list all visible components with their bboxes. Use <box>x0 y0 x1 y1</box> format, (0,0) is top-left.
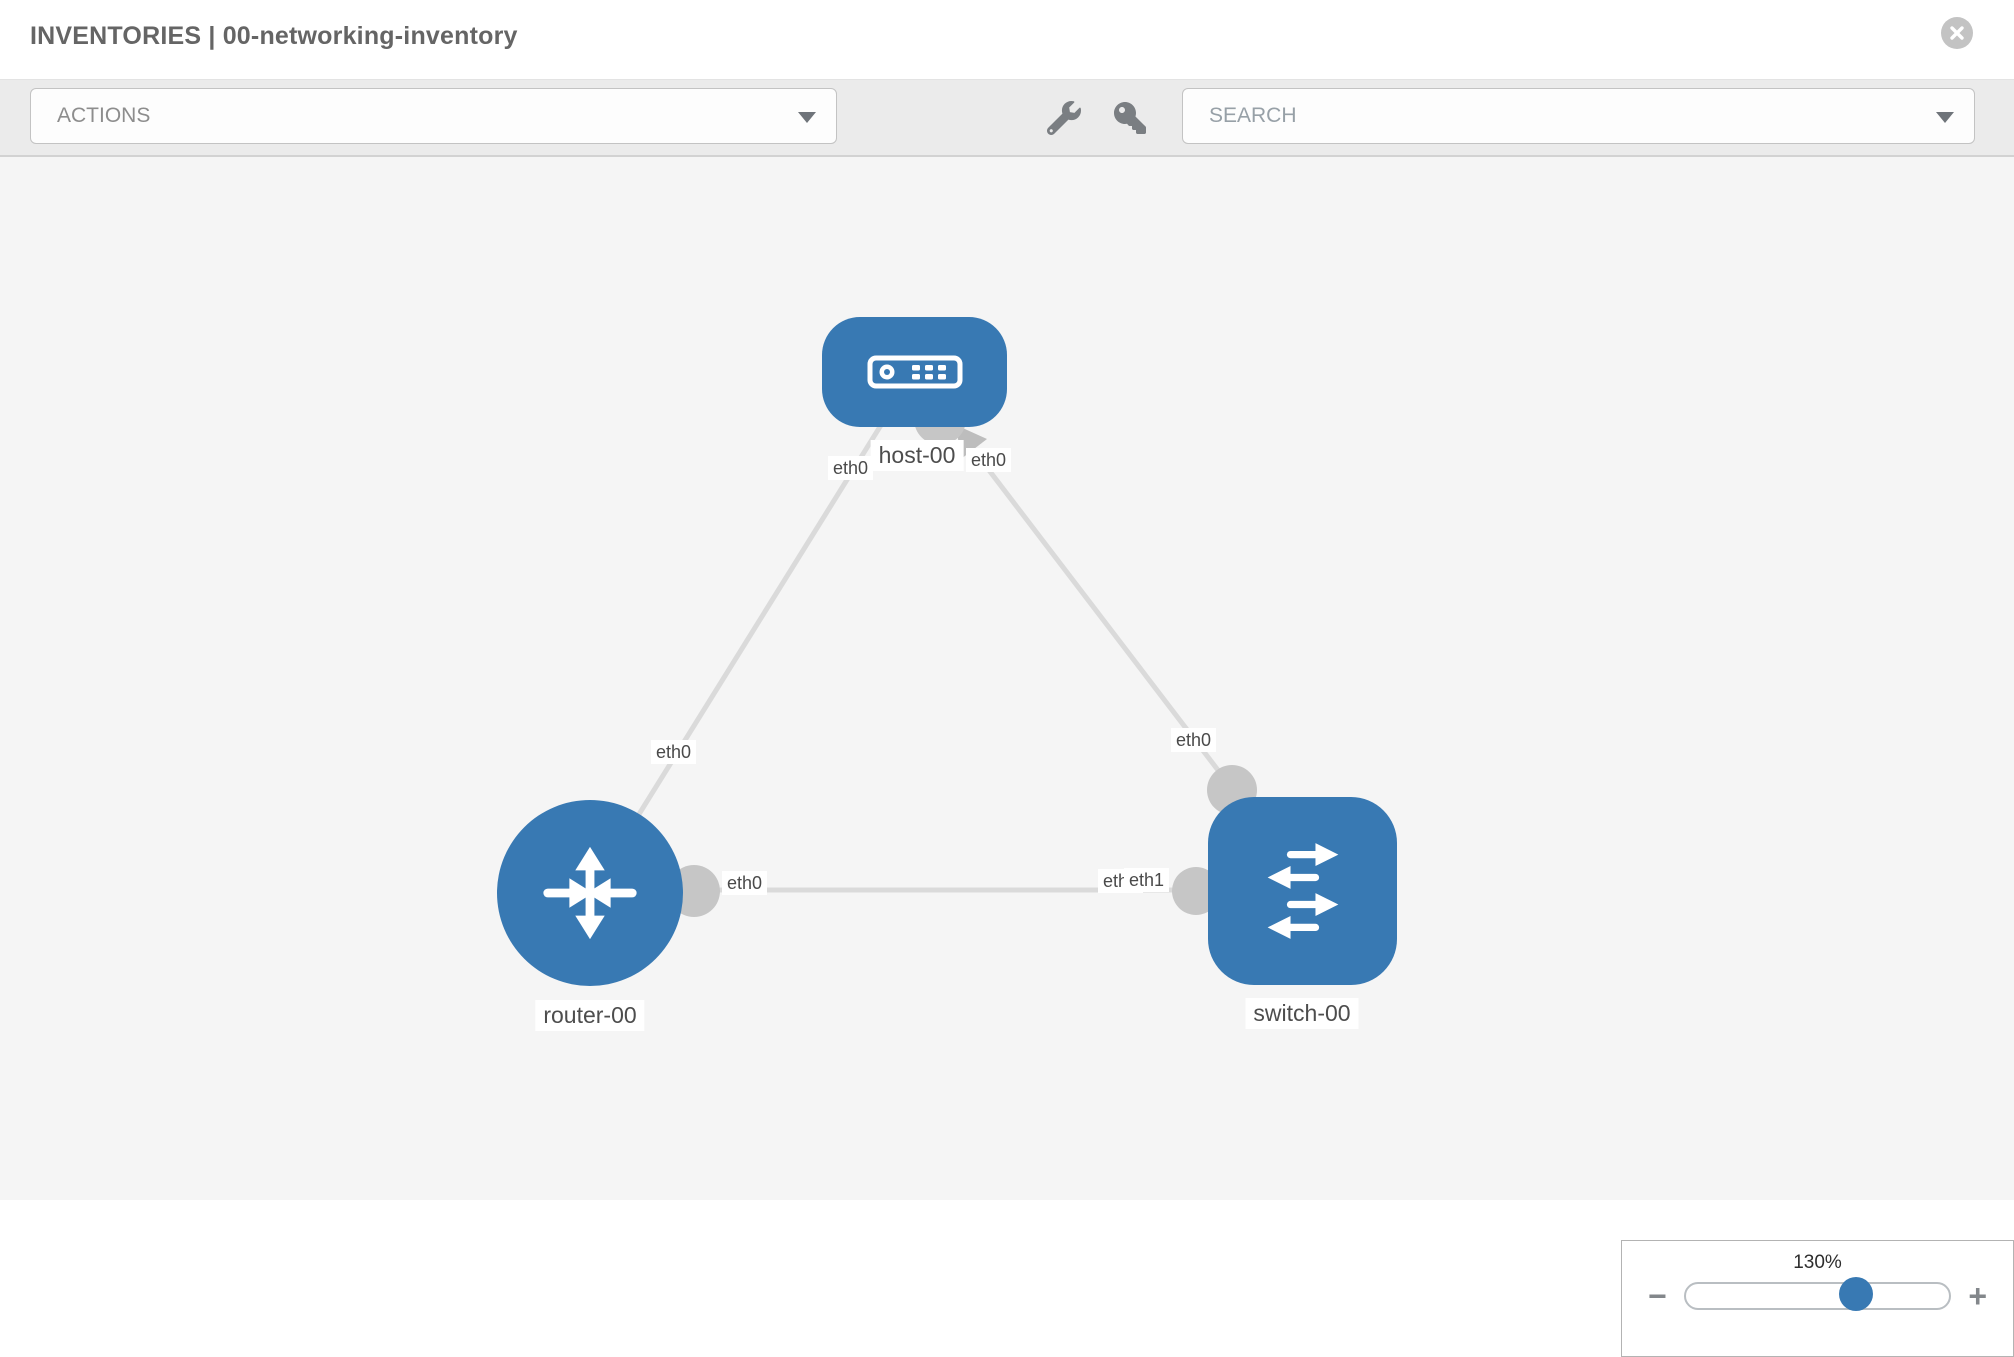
node-label-switch: switch-00 <box>1245 998 1359 1029</box>
actions-dropdown-label: ACTIONS <box>57 104 151 127</box>
close-icon <box>1950 26 1964 40</box>
page-title: INVENTORIES | 00-networking-inventory <box>30 22 518 50</box>
chevron-down-icon <box>1936 112 1954 123</box>
links-layer <box>587 370 1257 917</box>
toolbar: ACTIONS SEARCH <box>0 80 2014 157</box>
credentials-button[interactable] <box>1106 94 1154 142</box>
topology-canvas[interactable]: eth0 eth0 eth0 eth0 eth0 eth0 eth1 host-… <box>0 157 2014 1357</box>
node-host-00[interactable] <box>822 317 1007 427</box>
node-label-host: host-00 <box>870 440 964 471</box>
link-arrowhead <box>956 425 987 459</box>
wrench-icon <box>1047 101 1081 135</box>
zoom-out-button[interactable]: − <box>1648 1278 1667 1314</box>
node-router-00[interactable] <box>497 800 683 986</box>
interface-label: eth1 <box>1124 868 1170 892</box>
switch-icon <box>1267 843 1338 939</box>
switch-icon-node[interactable] <box>1208 797 1397 985</box>
search-dropdown[interactable]: SEARCH <box>1182 88 1975 144</box>
interface-label: eth0 <box>651 740 697 764</box>
actions-dropdown[interactable]: ACTIONS <box>30 88 837 144</box>
router-icon <box>543 846 637 940</box>
server-icon <box>867 355 962 389</box>
interface-label: eth0 <box>722 871 768 895</box>
interface-label: eth0 <box>1171 728 1217 752</box>
chevron-down-icon <box>798 112 816 123</box>
zoom-slider-track[interactable] <box>1683 1277 1952 1311</box>
zoom-panel: 130% − + <box>1621 1240 2014 1357</box>
panel-header: INVENTORIES | 00-networking-inventory <box>0 0 2014 80</box>
node-label-router: router-00 <box>535 1000 645 1031</box>
search-placeholder: SEARCH <box>1209 104 1297 127</box>
tools-button[interactable] <box>1040 94 1088 142</box>
close-button[interactable] <box>1941 17 1973 49</box>
interface-label: eth0 <box>966 448 1012 472</box>
zoom-in-button[interactable]: + <box>1968 1278 1987 1314</box>
zoom-slider-thumb[interactable] <box>1838 1277 1873 1311</box>
key-icon <box>1114 102 1146 134</box>
interface-label: eth0 <box>828 456 874 480</box>
zoom-level-value: 130% <box>1793 1252 1842 1273</box>
